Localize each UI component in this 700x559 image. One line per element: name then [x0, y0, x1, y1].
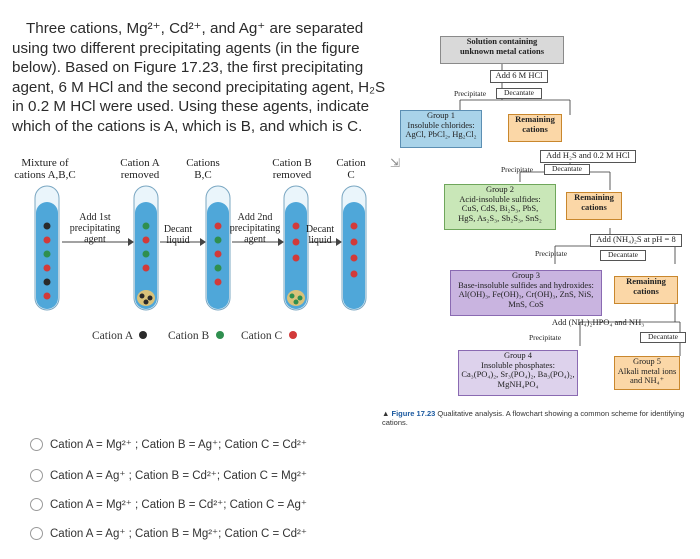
radio-button[interactable] — [30, 468, 43, 482]
tube-cation-c — [341, 185, 367, 311]
radio-button[interactable] — [30, 526, 43, 540]
fc-step-add-h2s: Add H₂S and 0.2 M HCl — [540, 150, 636, 163]
fc-precipitate-4: Precipitate — [528, 333, 562, 342]
cation-c-dot — [289, 331, 298, 339]
fc-decantate-1: Decantate — [496, 88, 542, 99]
label-cation-b-removed: Cation B removed — [272, 157, 312, 181]
cation-a-dot — [139, 331, 148, 339]
arrow-label-add-2nd: Add 2nd precipitating agent — [229, 212, 281, 245]
fc-decantate-2: Decantate — [544, 164, 590, 175]
question-line: using two different precipitating agents… — [12, 39, 360, 57]
fc-group2: Group 2 Acid-insoluble sulfides: CuS, Cd… — [444, 184, 556, 230]
label-cation-c: Cation C — [336, 157, 366, 181]
caption-text: Qualitative analysis. A flowchart showin… — [382, 409, 685, 427]
tube-mixture — [34, 185, 60, 311]
fc-step-add-phosphate: Add (NH₄)₂HPO₄ and NH₃ — [551, 317, 645, 327]
arrow-label-decant-1: Decant liquid — [163, 224, 193, 246]
label-cation-a-removed: Cation A removed — [120, 157, 160, 181]
answer-option-label: Cation A = Mg²⁺ ; Cation B = Cd²⁺; Catio… — [50, 499, 307, 511]
fc-remaining-3: Remaining cations — [614, 276, 678, 304]
fc-start-solution: Solution containing unknown metal cation… — [440, 36, 564, 64]
question-line: which of the cations is A, which is B, a… — [12, 117, 363, 135]
arrow-label-decant-2: Decant liquid — [305, 224, 335, 246]
tube-cation-a-removed — [133, 185, 159, 311]
fc-step-add-hcl: Add 6 M HCl — [490, 70, 548, 83]
tube-cation-b-removed — [283, 185, 309, 311]
answer-option-4[interactable]: Cation A = Ag⁺ ; Cation B = Mg²⁺; Cation… — [30, 526, 307, 540]
question-line: in 0.2 M HCl were used. Using these agen… — [12, 98, 370, 115]
answer-option-1[interactable]: Cation A = Mg²⁺ ; Cation B = Ag⁺; Cation… — [30, 437, 307, 451]
fc-decantate-3: Decantate — [600, 250, 646, 261]
radio-button[interactable] — [30, 437, 43, 451]
label-cations-bc: Cations B,C — [186, 157, 220, 181]
question-line: agent, 6 M HCl and the second precipitat… — [12, 78, 386, 96]
question-line: below). Based on Figure 17.23, the first… — [12, 59, 364, 76]
tube-cations-bc — [205, 185, 231, 311]
fc-group3: Group 3 Base-insoluble sulfides and hydr… — [450, 270, 602, 316]
cursor-icon: ⇲ — [390, 156, 401, 170]
question-line: Three cations, Mg²⁺, Cd²⁺, and Ag⁺ are s… — [26, 20, 364, 37]
fc-step-add-nh4s: Add (NH₄)₂S at pH = 8 — [590, 234, 682, 247]
fc-remaining-2: Remaining cations — [566, 192, 622, 220]
answer-option-label: Cation A = Ag⁺ ; Cation B = Mg²⁺; Cation… — [50, 528, 307, 540]
fc-remaining-1: Remaining cations — [508, 114, 562, 142]
label-mixture: Mixture of cations A,B,C — [14, 157, 76, 181]
legend-cation-c: Cation C — [241, 330, 298, 342]
legend-cation-b: Cation B — [168, 330, 225, 342]
fc-group4: Group 4 Insoluble phosphates: Ca₃(PO₄)₂,… — [458, 350, 578, 396]
caption-label: Figure 17.23 — [391, 409, 436, 418]
fc-precipitate-1: Precipitate — [453, 89, 487, 98]
answer-option-3[interactable]: Cation A = Mg²⁺ ; Cation B = Cd²⁺; Catio… — [30, 497, 307, 511]
answer-option-label: Cation A = Mg²⁺ ; Cation B = Ag⁺; Cation… — [50, 439, 307, 451]
figure-caption: ▲ Figure 17.23 Qualitative analysis. A f… — [382, 409, 685, 427]
fc-precipitate-3: Precipitate — [534, 249, 568, 258]
answer-option-label: Cation A = Ag⁺ ; Cation B = Cd²⁺; Cation… — [50, 470, 307, 482]
answer-option-2[interactable]: Cation A = Ag⁺ ; Cation B = Cd²⁺; Cation… — [30, 468, 307, 482]
radio-button[interactable] — [30, 497, 43, 511]
cation-b-dot — [216, 331, 225, 339]
fc-precipitate-2: Precipitate — [500, 165, 534, 174]
question-text: Three cations, Mg²⁺, Cd²⁺, and Ag⁺ are s… — [12, 19, 386, 136]
legend-cation-a: Cation A — [92, 330, 148, 342]
test-tube-diagram — [34, 185, 367, 311]
fc-decantate-4: Decantate — [640, 332, 686, 343]
fc-group1: Group 1 Insoluble chlorides: AgCl, PbCl₂… — [400, 110, 482, 148]
arrow-label-add-1st: Add 1st precipitating agent — [69, 212, 121, 245]
fc-group5: Group 5 Alkali metal ions and NH₄⁺ — [614, 356, 680, 390]
